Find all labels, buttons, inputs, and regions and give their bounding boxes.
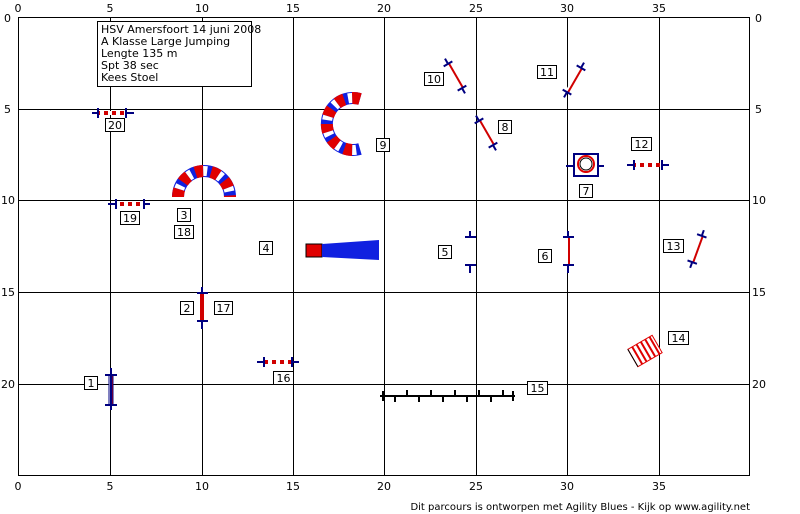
svg-text:15: 15 bbox=[531, 382, 545, 395]
obstacle-number-10: 10 bbox=[424, 72, 444, 86]
svg-text:7: 7 bbox=[583, 185, 590, 198]
jump-13 bbox=[687, 229, 707, 269]
x-tick: 20 bbox=[377, 2, 391, 15]
x-tick: 15 bbox=[286, 2, 300, 15]
obstacle-number-2: 2 bbox=[180, 301, 194, 315]
x-axis-top: 0 5 10 15 20 25 30 35 bbox=[15, 2, 667, 15]
x-tick: 25 bbox=[469, 2, 483, 15]
svg-text:8: 8 bbox=[502, 121, 509, 134]
obstacle-labels: 1 2 17 3 18 4 5 6 7 8 9 10 11 12 13 14 1… bbox=[84, 65, 689, 395]
x-tick: 30 bbox=[560, 480, 574, 493]
course-info-box: HSV Amersfoort 14 juni 2008 A Klasse Lar… bbox=[97, 21, 261, 87]
y-tick: 20 bbox=[752, 378, 766, 391]
jump-1 bbox=[105, 368, 117, 410]
jump-16 bbox=[257, 357, 299, 367]
x-tick: 5 bbox=[107, 480, 114, 493]
svg-text:17: 17 bbox=[217, 302, 231, 315]
jump-5 bbox=[465, 231, 476, 273]
svg-text:1: 1 bbox=[88, 377, 95, 390]
x-tick: 10 bbox=[195, 2, 209, 15]
info-line: Kees Stoel bbox=[101, 71, 158, 84]
x-tick: 30 bbox=[560, 2, 574, 15]
tyre-7 bbox=[566, 153, 604, 177]
svg-text:2: 2 bbox=[184, 302, 191, 315]
svg-text:6: 6 bbox=[542, 250, 549, 263]
obstacle-number-6: 6 bbox=[538, 249, 552, 263]
obstacle-number-20: 20 bbox=[105, 118, 125, 132]
tunnel-3-18 bbox=[172, 165, 236, 198]
svg-text:13: 13 bbox=[667, 240, 681, 253]
obstacle-number-13: 13 bbox=[663, 239, 684, 253]
obstacle-number-9: 9 bbox=[376, 138, 390, 152]
jump-19 bbox=[108, 199, 150, 209]
obstacle-number-12: 12 bbox=[631, 137, 652, 151]
obstacle-number-19: 19 bbox=[120, 211, 140, 225]
y-tick: 0 bbox=[4, 12, 11, 25]
obstacle-number-18: 18 bbox=[174, 225, 194, 239]
info-line: Lengte 135 m bbox=[101, 47, 177, 60]
jump-11 bbox=[562, 62, 586, 98]
slalom-15 bbox=[380, 390, 515, 402]
y-tick: 10 bbox=[752, 194, 766, 207]
y-tick: 0 bbox=[755, 12, 762, 25]
x-tick: 15 bbox=[286, 480, 300, 493]
weave-14 bbox=[627, 334, 663, 368]
jump-20 bbox=[92, 108, 134, 118]
obstacle-number-16: 16 bbox=[273, 371, 294, 385]
svg-text:19: 19 bbox=[123, 212, 137, 225]
y-axis-right: 0 5 10 15 20 bbox=[752, 12, 766, 391]
obstacle-number-8: 8 bbox=[498, 120, 512, 134]
svg-text:4: 4 bbox=[263, 242, 270, 255]
x-tick: 20 bbox=[377, 480, 391, 493]
x-tick: 10 bbox=[195, 480, 209, 493]
svg-text:12: 12 bbox=[635, 138, 649, 151]
info-line: A Klasse Large Jumping bbox=[101, 35, 230, 48]
svg-text:11: 11 bbox=[540, 66, 554, 79]
x-tick: 25 bbox=[469, 480, 483, 493]
jump-6 bbox=[563, 231, 574, 273]
tunnel-9 bbox=[320, 92, 362, 156]
chute-tunnel-4 bbox=[305, 240, 379, 260]
obstacle-number-4: 4 bbox=[259, 241, 273, 255]
y-tick: 5 bbox=[755, 103, 762, 116]
jump-8 bbox=[474, 115, 498, 151]
obstacle-number-1: 1 bbox=[84, 376, 98, 390]
y-tick: 15 bbox=[752, 286, 766, 299]
svg-text:14: 14 bbox=[672, 332, 686, 345]
y-tick: 15 bbox=[1, 286, 15, 299]
x-axis-bottom: 0 5 10 15 20 25 30 35 bbox=[15, 480, 667, 493]
obstacle-number-11: 11 bbox=[537, 65, 557, 79]
obstacle-number-5: 5 bbox=[438, 245, 452, 259]
x-tick: 35 bbox=[652, 480, 666, 493]
svg-text:20: 20 bbox=[108, 119, 122, 132]
y-tick: 5 bbox=[4, 103, 11, 116]
obstacle-number-17: 17 bbox=[214, 301, 233, 315]
x-tick: 0 bbox=[15, 480, 22, 493]
svg-text:16: 16 bbox=[277, 372, 291, 385]
x-tick: 0 bbox=[15, 2, 22, 15]
svg-text:18: 18 bbox=[177, 226, 191, 239]
y-axis-left: 0 5 10 15 20 bbox=[1, 12, 15, 391]
jump-2-17 bbox=[197, 287, 208, 329]
x-tick: 5 bbox=[107, 2, 114, 15]
footer-credit: Dit parcours is ontworpen met Agility Bl… bbox=[410, 502, 750, 513]
svg-text:9: 9 bbox=[380, 139, 387, 152]
svg-text:10: 10 bbox=[427, 73, 441, 86]
obstacle-number-3: 3 bbox=[177, 208, 191, 222]
x-tick: 35 bbox=[652, 2, 666, 15]
info-line: Spt 38 sec bbox=[101, 59, 159, 72]
y-tick: 20 bbox=[1, 378, 15, 391]
info-line: HSV Amersfoort 14 juni 2008 bbox=[101, 23, 261, 36]
obstacle-number-15: 15 bbox=[527, 381, 548, 395]
svg-text:5: 5 bbox=[442, 246, 449, 259]
jump-10 bbox=[443, 58, 467, 94]
jump-12 bbox=[627, 160, 669, 170]
obstacle-number-14: 14 bbox=[668, 331, 689, 345]
svg-text:3: 3 bbox=[181, 209, 188, 222]
y-tick: 10 bbox=[1, 194, 15, 207]
obstacle-number-7: 7 bbox=[579, 184, 593, 198]
